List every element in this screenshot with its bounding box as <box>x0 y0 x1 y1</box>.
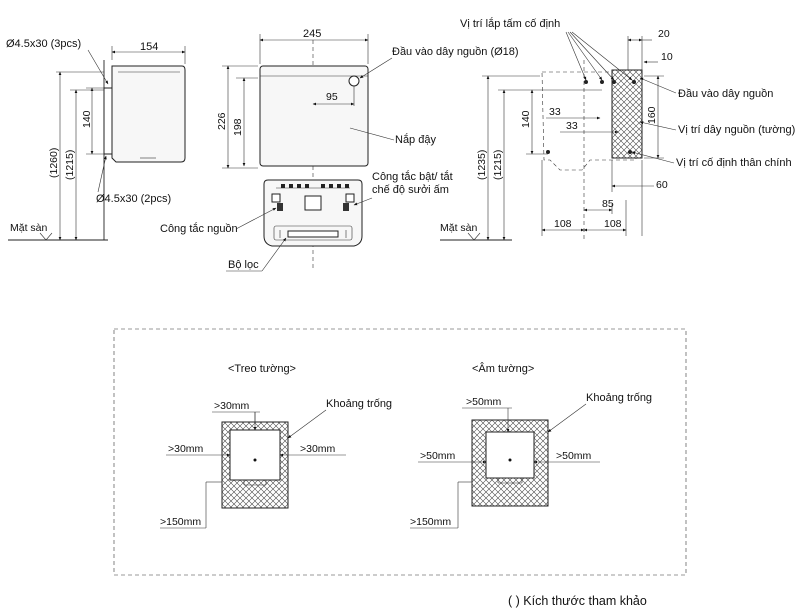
rear-dim-20: 20 <box>658 28 670 40</box>
recessed-top-clearance: >50mm <box>466 396 502 408</box>
side-total-height-dim: (1260) <box>48 148 60 178</box>
front-cover-height-dim: 198 <box>232 118 244 136</box>
rear-total-height-dim: (1235) <box>476 150 488 180</box>
recessed-title: <Âm tường> <box>472 362 534 375</box>
front-cover-label: Nắp đậy <box>395 133 436 146</box>
side-floor-label: Mặt sàn <box>10 222 48 234</box>
wall-space-label: Khoảng trống <box>326 398 392 410</box>
front-inlet-offset-dim: 95 <box>326 91 338 103</box>
vent-slots <box>281 184 349 188</box>
rear-mount-height-dim: (1215) <box>492 150 504 180</box>
footnote: ( ) Kích thước tham khảo <box>508 594 647 608</box>
recessed-left-clearance: >50mm <box>420 450 456 462</box>
rear-dim-140: 140 <box>520 110 532 128</box>
side-mount-height-dim: (1215) <box>64 150 76 180</box>
rear-view: Vị trí lắp tấm cố định 20 10 Đầu vào dây… <box>440 17 795 241</box>
rear-wall-cable-label: Vị trí dây nguồn (tường) <box>678 124 795 136</box>
wall-top-clearance: >30mm <box>214 400 250 412</box>
front-width-dim: 245 <box>303 28 321 40</box>
wall-title: <Treo tường> <box>228 363 296 375</box>
rear-floor-label: Mặt sàn <box>440 222 478 234</box>
clearance-recessed: <Âm tường> >50mm >50mm >50mm >150mm Khoả… <box>410 362 652 529</box>
rear-power-inlet-label: Đầu vào dây nguồn <box>678 88 773 100</box>
rear-body-fix-label: Vị trí cố định thân chính <box>676 157 792 169</box>
front-filter-label: Bộ lọc <box>228 259 259 271</box>
side-bracket-height-dim: 140 <box>81 110 93 128</box>
front-height-dim: 226 <box>216 112 228 130</box>
rear-dim-33a: 33 <box>549 106 561 118</box>
front-view: 245 95 226 198 Đầu vào dây nguồn (Ø18) N… <box>160 28 519 272</box>
clearance-frame <box>113 328 687 576</box>
clearance-wall-mounted: <Treo tường> >30mm >30mm >30mm >150mm Kh… <box>160 363 392 529</box>
side-screw-bottom-label: Ø4.5x30 (2pcs) <box>96 193 171 205</box>
front-power-inlet-label: Đầu vào dây nguồn (Ø18) <box>392 46 519 58</box>
recessed-right-clearance: >50mm <box>556 450 592 462</box>
rear-dim-108b: 108 <box>604 218 622 230</box>
wall-bottom-clearance: >150mm <box>160 516 201 528</box>
rear-dim-160: 160 <box>646 106 658 124</box>
rear-dim-85: 85 <box>602 198 614 210</box>
rear-plate-position-label: Vị trí lắp tấm cố định <box>460 17 560 30</box>
rear-dim-33b: 33 <box>566 120 578 132</box>
front-power-switch-label: Công tắc nguồn <box>160 222 238 235</box>
side-view: 154 Ø4.5x30 (3pcs) Ø4.5x30 (2pcs) 140 (1… <box>6 38 186 241</box>
wall-left-clearance: >30mm <box>168 443 204 455</box>
side-screw-top-label: Ø4.5x30 (3pcs) <box>6 38 81 50</box>
recessed-bottom-clearance: >150mm <box>410 516 451 528</box>
side-depth-dim: 154 <box>140 41 158 53</box>
recessed-space-label: Khoảng trống <box>586 392 652 404</box>
rear-dim-108a: 108 <box>554 218 572 230</box>
wall-right-clearance: >30mm <box>300 443 336 455</box>
rear-dim-10: 10 <box>661 51 673 63</box>
rear-dim-60: 60 <box>656 179 668 191</box>
